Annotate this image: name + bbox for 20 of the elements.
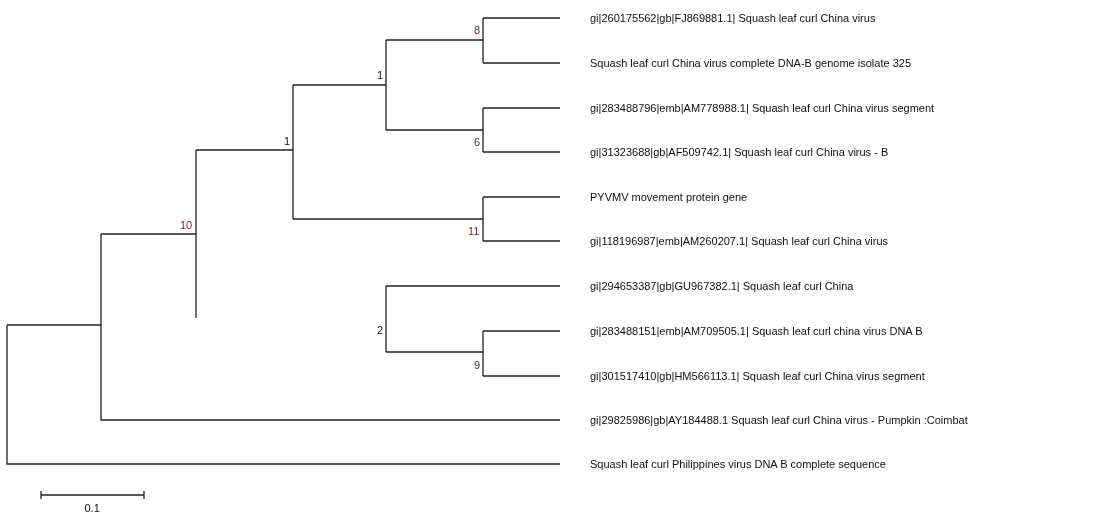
bootstrap-value: 1 bbox=[284, 134, 291, 148]
taxon-label: gi|118196987|emb|AM260207.1| Squash leaf curl China virus bbox=[590, 234, 889, 248]
taxon-label: Squash leaf curl China virus complete DNA-B genome isolate 325 bbox=[590, 56, 911, 70]
taxon-label: gi|301517410|gb|HM566113.1| Squash leaf curl China virus segment bbox=[590, 369, 925, 383]
taxon-label: gi|283488796|emb|AM778988.1| Squash leaf curl China virus segment bbox=[590, 101, 935, 115]
taxon-label: Squash leaf curl Philippines virus DNA B complete sequence bbox=[590, 457, 886, 471]
taxon-label: gi|31323688|gb|AF509742.1| Squash leaf curl China virus - B bbox=[590, 145, 889, 159]
bootstrap-value: 6 bbox=[474, 135, 481, 149]
scale-value: 0.1 bbox=[84, 501, 100, 515]
bootstrap-value: 8 bbox=[474, 23, 481, 37]
bootstrap-value: 2 bbox=[377, 323, 384, 337]
taxon-label: gi|294653387|gb|GU967382.1| Squash leaf curl China bbox=[590, 279, 854, 293]
bootstrap-value: 9 bbox=[474, 358, 481, 372]
bootstrap-value: 11 bbox=[468, 224, 480, 238]
taxon-label: gi|29825986|gb|AY184488.1 Squash leaf curl China virus - Pumpkin :Coimbat bbox=[590, 413, 968, 427]
bootstrap-value: 1 bbox=[377, 68, 384, 82]
taxon-label: gi|283488151|emb|AM709505.1| Squash leaf curl china virus DNA B bbox=[590, 324, 923, 338]
taxon-label: PYVMV movement protein gene bbox=[590, 190, 748, 204]
bootstrap-value: 10 bbox=[180, 218, 193, 232]
taxon-label: gi|260175562|gb|FJ869881.1| Squash leaf curl China virus bbox=[590, 11, 876, 25]
